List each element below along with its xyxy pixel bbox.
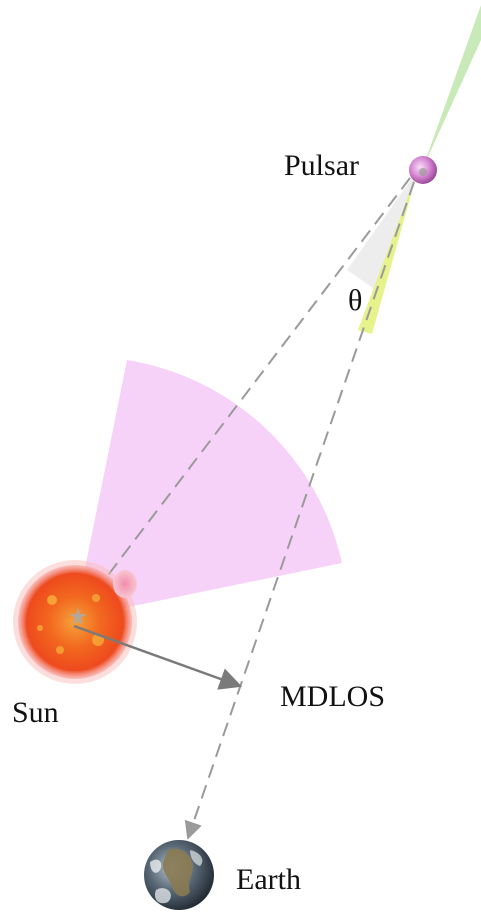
pulsar-green-beam: [422, 5, 481, 170]
mdlos-label: MDLOS: [280, 680, 385, 713]
theta-label: θ: [348, 284, 362, 317]
sun-label: Sun: [12, 696, 59, 729]
earth-globe-icon: [144, 840, 214, 910]
pulsar-sphere-icon: [409, 156, 437, 184]
sun-icon: [13, 560, 137, 684]
pulsar-label: Pulsar: [284, 149, 359, 182]
earth-label: Earth: [236, 863, 301, 896]
